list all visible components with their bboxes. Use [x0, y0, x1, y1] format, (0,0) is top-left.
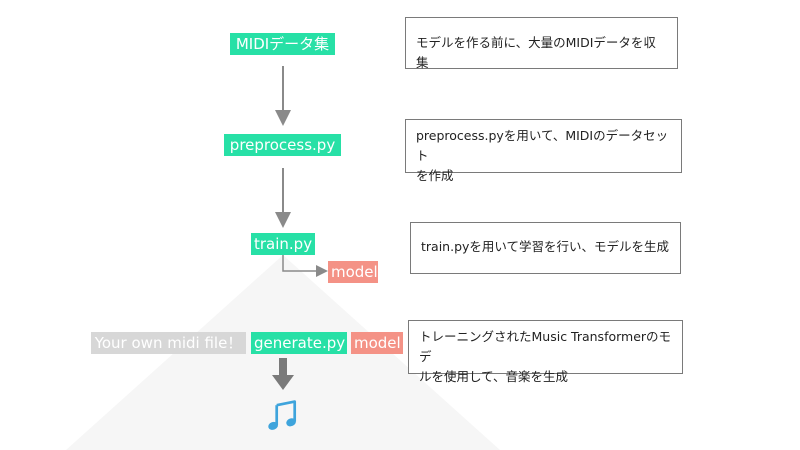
description-generate-line-2: ルを使用して、音楽を生成	[419, 369, 569, 384]
description-collect-line-1: モデルを作る前に、大量のMIDIデータを収集	[416, 35, 656, 70]
arrow-train-to-model	[282, 255, 328, 277]
node-generate-py: generate.py	[251, 332, 347, 354]
description-preprocess-line-2: を作成	[416, 168, 454, 183]
description-generate-line-1: トレーニングされたMusic Transformerのモデ	[419, 329, 672, 364]
node-model-train: model	[328, 261, 378, 283]
node-preprocess-py: preprocess.py	[224, 134, 341, 156]
node-train-py: train.py	[251, 233, 315, 255]
description-collect: モデルを作る前に、大量のMIDIデータを収集	[405, 17, 678, 70]
music-note-icon	[268, 400, 297, 430]
description-train-line-1: train.pyを用いて学習を行い、モデルを生成	[421, 239, 670, 254]
arrow-generate-down	[272, 358, 294, 390]
description-preprocess: preprocess.pyを用いて、MIDIのデータセット を作成	[405, 119, 682, 183]
node-midi-collection: MIDIデータ集	[230, 33, 335, 55]
description-preprocess-line-1: preprocess.pyを用いて、MIDIのデータセット	[416, 128, 669, 163]
description-generate: トレーニングされたMusic Transformerのモデ ルを使用して、音楽を…	[408, 320, 683, 384]
description-train: train.pyを用いて学習を行い、モデルを生成	[410, 222, 681, 274]
node-own-midi-file: Your own midi file！	[91, 332, 246, 354]
node-model-generate: model	[351, 332, 403, 354]
